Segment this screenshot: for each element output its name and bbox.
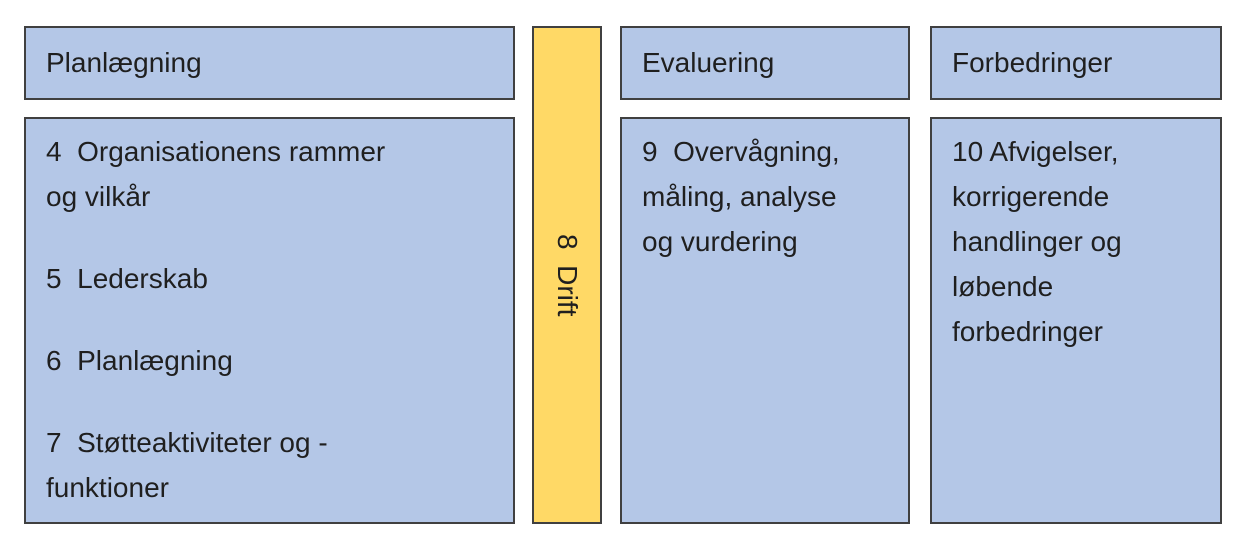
evaluation-content-box: 9 Overvågning, måling, analyse og vurder… (620, 117, 910, 524)
evaluation-item-9: 9 Overvågning, måling, analyse og vurder… (642, 136, 840, 257)
planning-item-4: 4 Organisationens rammer og vilkår (46, 136, 386, 212)
diagram-row: Planlægning 4 Organisationens rammer og … (24, 26, 1222, 524)
evaluation-header-box: Evaluering (620, 26, 910, 100)
planning-item-5: 5 Lederskab (46, 263, 208, 294)
drift-label: 8 Drift (552, 233, 583, 317)
planning-column: Planlægning 4 Organisationens rammer og … (24, 26, 515, 524)
improvements-header-label: Forbedringer (952, 47, 1113, 78)
planning-item-7: 7 Støtteaktiviteter og - funktioner (46, 427, 328, 503)
planning-item-6: 6 Planlægning (46, 345, 233, 376)
improvements-item-10: 10 Afvigelser, korrigerende handlinger o… (952, 136, 1122, 347)
improvements-header-box: Forbedringer (930, 26, 1222, 100)
drift-bar: 8 Drift (532, 26, 602, 524)
improvements-column: Forbedringer 10 Afvigelser, korrigerende… (930, 26, 1222, 524)
improvements-content-box: 10 Afvigelser, korrigerende handlinger o… (930, 117, 1222, 524)
planning-header-box: Planlægning (24, 26, 515, 100)
planning-content-box: 4 Organisationens rammer og vilkår 5 Led… (24, 117, 515, 524)
evaluation-column: Evaluering 9 Overvågning, måling, analys… (620, 26, 910, 524)
evaluation-header-label: Evaluering (642, 47, 775, 78)
planning-header-label: Planlægning (46, 47, 202, 78)
